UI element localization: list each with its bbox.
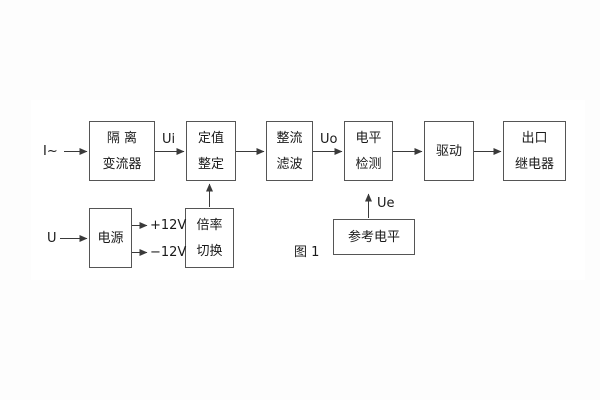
label-signal-uo: Uo	[320, 132, 338, 147]
block-label-line: 滤波	[276, 156, 303, 172]
block-label-line: 切换	[196, 243, 223, 259]
block-setpoint-adjust: 定值 整定	[186, 121, 236, 181]
block-label-line: 定值	[197, 130, 224, 146]
block-level-detect: 电平 检测	[344, 121, 393, 181]
label-input-current: I~	[43, 144, 58, 159]
block-label-line: 电平	[355, 130, 382, 146]
block-label-line: 电源	[97, 230, 124, 246]
block-label-line: 检测	[355, 156, 382, 172]
block-label-line: 整定	[197, 156, 224, 172]
block-label-line: 继电器	[514, 156, 554, 172]
block-reference-level: 参考电平	[333, 219, 415, 255]
block-label-line: 参考电平	[347, 229, 400, 245]
label-plus-12v: +12V	[150, 218, 187, 233]
label-input-voltage: U	[47, 231, 57, 246]
block-output-relay: 出口 继电器	[503, 121, 566, 181]
block-power-supply: 电源	[89, 208, 132, 268]
label-minus-12v: −12V	[150, 245, 187, 260]
block-isolation-transformer: 隔 离 变流器	[89, 121, 155, 181]
block-ratio-switch: 倍率 切换	[185, 208, 234, 268]
label-signal-ui: Ui	[162, 132, 176, 147]
figure-caption: 图 1	[294, 245, 320, 260]
block-label-line: 出口	[521, 130, 548, 146]
block-label-line: 变流器	[102, 156, 142, 172]
block-driver: 驱动	[424, 121, 474, 181]
block-label-line: 驱动	[435, 143, 462, 159]
block-label-line: 隔 离	[106, 130, 138, 146]
block-label-line: 整流	[276, 130, 303, 146]
block-label-line: 倍率	[196, 217, 223, 233]
block-rectify-filter: 整流 滤波	[266, 121, 313, 181]
label-signal-ue: Ue	[377, 196, 395, 211]
